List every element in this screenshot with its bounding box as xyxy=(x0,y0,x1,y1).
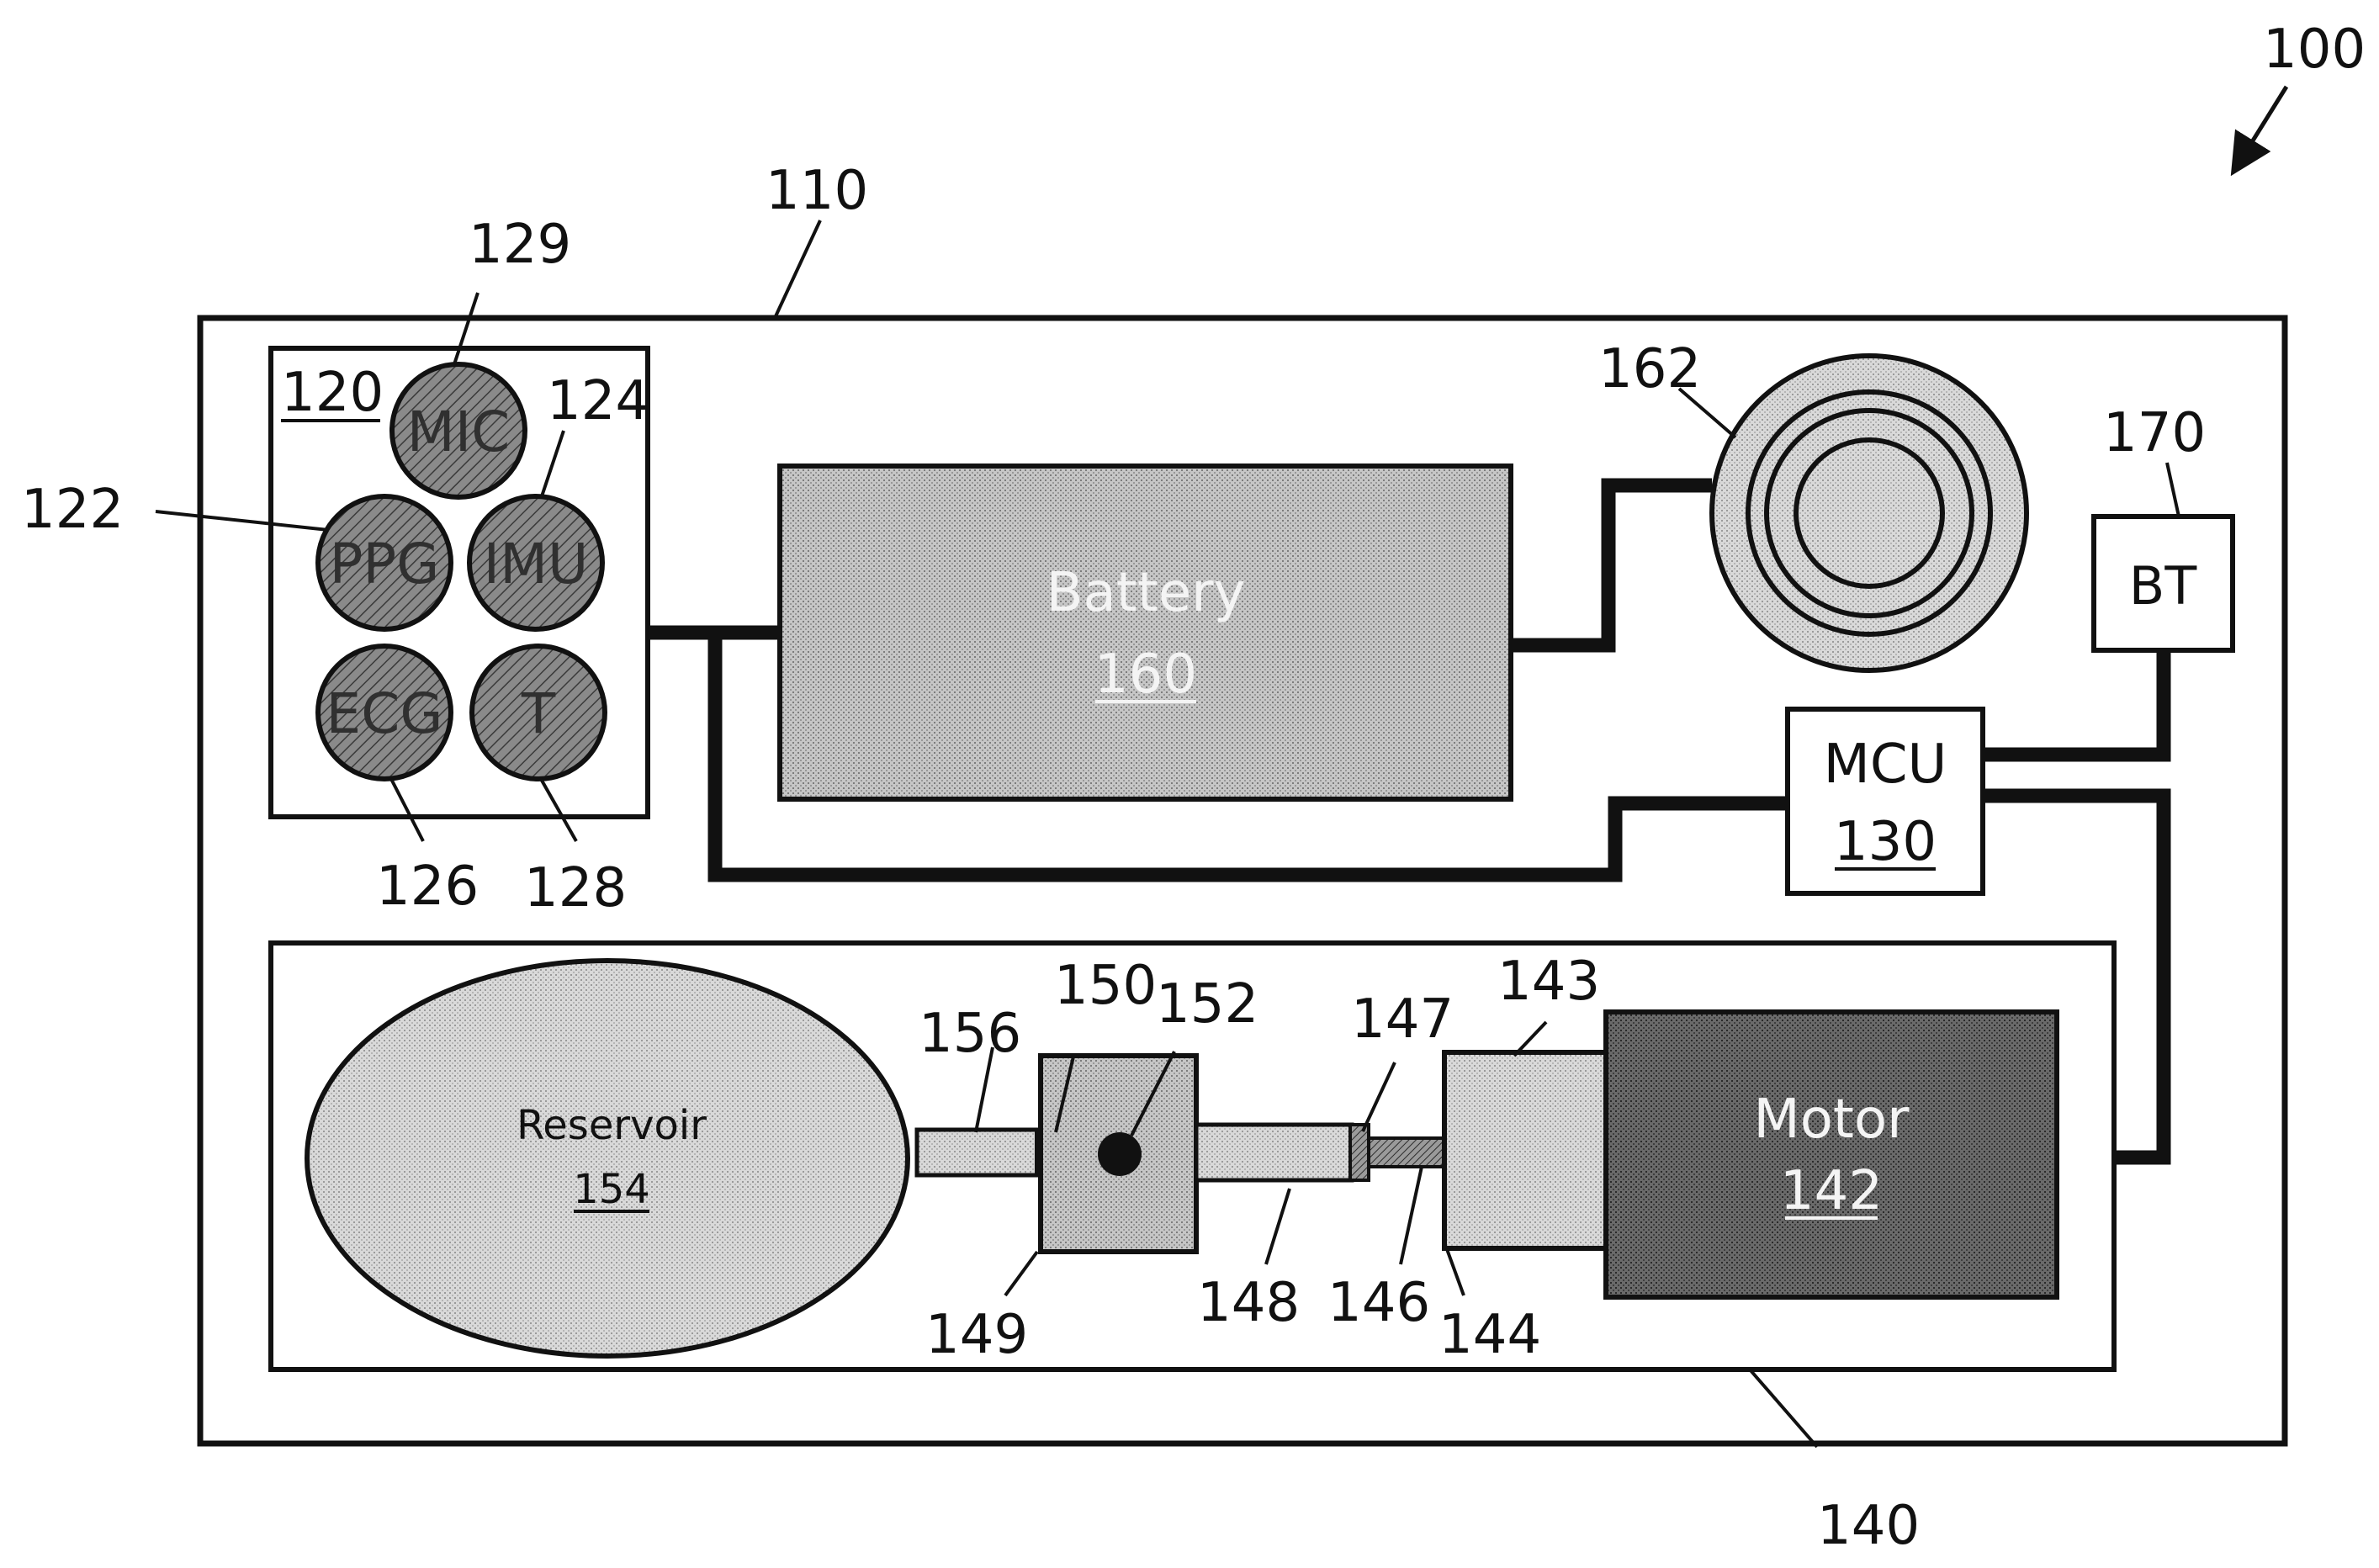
ref-124: 124 xyxy=(547,370,649,432)
battery-label: Battery xyxy=(1046,562,1246,624)
charging-coil xyxy=(1709,353,2029,673)
bluetooth-box xyxy=(2091,514,2235,653)
reservoir-number: 154 xyxy=(573,1166,650,1213)
plunger-tube-148 xyxy=(1194,1122,1354,1183)
plunger-tip-147 xyxy=(1348,1123,1370,1182)
leader-lines xyxy=(155,220,2180,1449)
ref-149: 149 xyxy=(925,1304,1028,1366)
bluetooth-label: BT xyxy=(2129,555,2198,617)
ref-110: 110 xyxy=(766,160,868,222)
svg-text:PPG: PPG xyxy=(330,532,440,596)
sensor-ppg: PPG xyxy=(315,494,453,632)
ref-129: 129 xyxy=(469,214,571,276)
reservoir-label: Reservoir xyxy=(517,1102,707,1149)
svg-text:MIC: MIC xyxy=(407,400,511,464)
ref-140: 140 xyxy=(1817,1495,1920,1557)
sensor-mic: MIC xyxy=(389,362,527,500)
mcu-number: 130 xyxy=(1834,811,1937,873)
reference-numerals: 100 110 129 124 122 126 128 162 170 140 … xyxy=(21,19,2366,1557)
sensor-temperature: T xyxy=(469,644,607,781)
ref-100: 100 xyxy=(2263,19,2366,81)
figure-ref-arrow xyxy=(2230,85,2289,177)
ref-144: 144 xyxy=(1439,1304,1541,1366)
svg-text:IMU: IMU xyxy=(484,532,589,596)
sensor-ecg: ECG xyxy=(315,644,453,781)
ref-147: 147 xyxy=(1351,988,1454,1051)
reservoir xyxy=(305,958,910,1359)
ref-126: 126 xyxy=(376,856,479,918)
motor-number: 142 xyxy=(1780,1160,1883,1222)
ref-162: 162 xyxy=(1598,338,1701,400)
battery-number: 160 xyxy=(1094,644,1197,706)
ref-146: 146 xyxy=(1327,1272,1430,1334)
svg-text:ECG: ECG xyxy=(326,681,443,746)
ref-128: 128 xyxy=(524,857,627,919)
tube-156 xyxy=(914,1127,1041,1178)
ref-122: 122 xyxy=(21,479,124,541)
ref-170: 170 xyxy=(2103,402,2206,464)
mcu-label: MCU xyxy=(1824,734,1947,796)
motor-label: Motor xyxy=(1754,1089,1910,1151)
lead-screw-146 xyxy=(1367,1136,1448,1168)
ref-150: 150 xyxy=(1054,955,1157,1017)
svg-text:T: T xyxy=(521,681,556,746)
valve-ball-152 xyxy=(1098,1132,1142,1176)
ref-143: 143 xyxy=(1497,951,1600,1013)
gearbox-block xyxy=(1442,1050,1608,1251)
sensor-module-ref: 120 xyxy=(281,362,384,424)
ref-152: 152 xyxy=(1156,973,1258,1036)
ref-156: 156 xyxy=(919,1003,1021,1065)
battery-box xyxy=(777,464,1513,802)
motor-box xyxy=(1603,1009,2059,1300)
ref-148: 148 xyxy=(1197,1272,1300,1334)
sensor-imu: IMU xyxy=(467,494,605,632)
